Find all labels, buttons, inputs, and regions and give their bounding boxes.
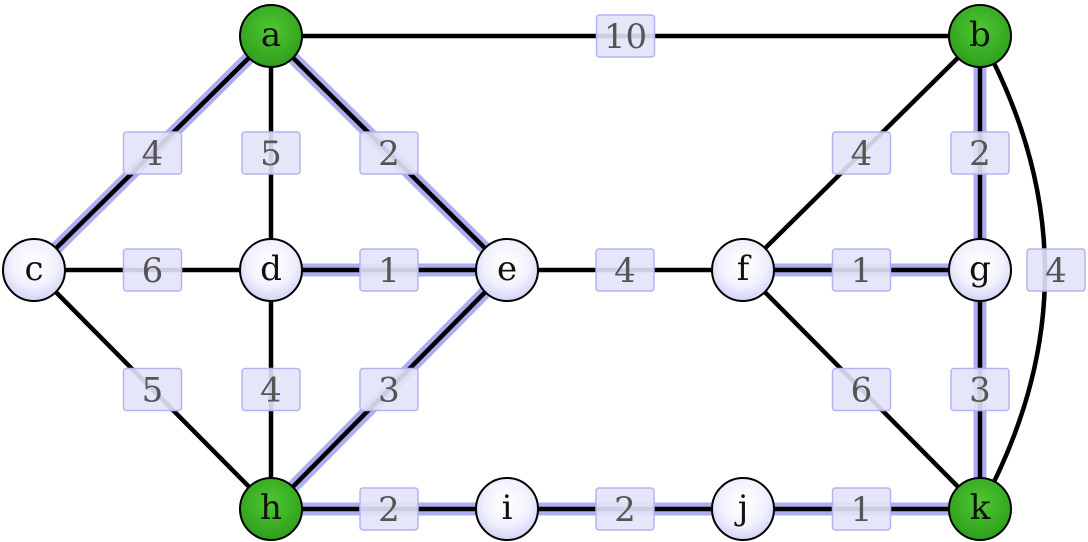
edge-weight-box xyxy=(241,367,301,412)
node-g: g xyxy=(948,238,1012,302)
node-circle xyxy=(239,238,303,302)
edge-weight-box xyxy=(831,367,892,412)
edge-weight-label-d-h: 4 xyxy=(241,367,301,412)
node-label: c xyxy=(24,249,43,289)
node-circle xyxy=(2,238,66,302)
edge-weight-box xyxy=(122,367,183,412)
edge-weight-label-c-h: 5 xyxy=(122,367,183,412)
edge-weight-box xyxy=(950,131,1010,175)
node-label: e xyxy=(497,249,517,289)
node-circle xyxy=(948,238,1012,302)
edge-weight-text: 2 xyxy=(969,134,991,174)
edge-weight-text: 1 xyxy=(851,251,873,291)
edge-weight-box xyxy=(831,131,892,175)
edge-weight-label-b-f: 4 xyxy=(831,131,892,175)
edge-weight-text: 4 xyxy=(851,134,873,174)
node-label: f xyxy=(737,249,752,289)
edge-weight-text: 3 xyxy=(378,371,400,411)
edge-weight-text: 1 xyxy=(378,251,400,291)
edge-weight-text: 4 xyxy=(142,134,164,174)
node-label: g xyxy=(969,249,991,289)
edge-weight-box xyxy=(595,248,655,292)
edge-weight-label-b-g: 2 xyxy=(950,131,1010,175)
node-label: i xyxy=(502,488,513,528)
edge-weight-text: 6 xyxy=(142,251,164,291)
edge-weight-label-g-k: 3 xyxy=(950,367,1010,412)
edge-weight-label-i-j: 2 xyxy=(595,487,655,531)
node-label: b xyxy=(969,15,991,55)
node-i: i xyxy=(475,477,539,541)
node-f: f xyxy=(711,238,775,302)
edge-weight-label-f-k: 6 xyxy=(831,367,892,412)
edge-weight-box xyxy=(122,131,183,175)
terminal-node-circle xyxy=(239,477,303,541)
edge-weight-label-j-k: 1 xyxy=(831,487,892,531)
edge-weight-text: 2 xyxy=(378,134,400,174)
edge-weight-label-e-f: 4 xyxy=(595,248,655,292)
edge-weight-text: 6 xyxy=(851,371,873,411)
edge-weight-text: 2 xyxy=(614,490,636,530)
edge-weight-label-a-c: 4 xyxy=(122,131,183,175)
edge-weight-label-h-i: 2 xyxy=(359,487,419,531)
edge-weight-box xyxy=(1026,248,1086,292)
edge-weight-text: 4 xyxy=(614,251,636,291)
edge-weight-label-c-d: 6 xyxy=(122,248,183,292)
node-j: j xyxy=(711,477,775,541)
node-circle xyxy=(475,238,539,302)
edge-weight-label-d-e: 1 xyxy=(359,248,419,292)
edge-weight-box xyxy=(359,248,419,292)
edge-weight-label-a-b: 10 xyxy=(595,14,656,58)
edge-weight-text: 5 xyxy=(260,134,282,174)
edge-weight-box xyxy=(595,487,655,531)
edge-weight-layer: 10 4 5 2 6 1 5 4 3 4 4 2 1 6 3 4 2 2 1 xyxy=(122,14,1086,531)
node-c: c xyxy=(2,238,66,302)
edge-weight-box xyxy=(359,487,419,531)
edge-weight-label-e-h: 3 xyxy=(359,367,419,412)
node-label: a xyxy=(261,15,281,55)
node-label: d xyxy=(260,249,282,289)
node-label: j xyxy=(734,488,749,528)
edge-weight-label-b-k: 4 xyxy=(1026,248,1086,292)
node-label: h xyxy=(260,488,282,528)
edge-weight-box xyxy=(359,367,419,412)
edge-weight-label-f-g: 1 xyxy=(831,248,892,292)
edge-weight-box xyxy=(950,367,1010,412)
edge-weight-text: 1 xyxy=(851,490,873,530)
terminal-node-circle xyxy=(948,4,1012,68)
edge-weight-box xyxy=(122,248,183,292)
edge-weight-box xyxy=(359,131,419,175)
terminal-node-circle xyxy=(239,4,303,68)
node-k: k xyxy=(948,477,1012,541)
edge-weight-text: 2 xyxy=(378,490,400,530)
node-d: d xyxy=(239,238,303,302)
edge-weight-box xyxy=(241,131,301,175)
edge-weight-box xyxy=(595,14,656,58)
node-circle xyxy=(711,238,775,302)
edge-weight-text: 5 xyxy=(142,371,164,411)
node-layer: a b c d e f g h i j k xyxy=(2,4,1012,541)
edge-weight-text: 4 xyxy=(1045,251,1067,291)
edge-weight-label-a-d: 5 xyxy=(241,131,301,175)
node-e: e xyxy=(475,238,539,302)
edge-weight-text: 4 xyxy=(260,371,282,411)
node-label: k xyxy=(970,488,991,528)
edge-weight-label-a-e: 2 xyxy=(359,131,419,175)
edge-weight-box xyxy=(831,487,892,531)
node-a: a xyxy=(239,4,303,68)
edge-weight-box xyxy=(831,248,892,292)
node-circle xyxy=(475,477,539,541)
edge-weight-text: 3 xyxy=(969,371,991,411)
edge-weight-text: 10 xyxy=(604,17,647,57)
node-circle xyxy=(711,477,775,541)
node-b: b xyxy=(948,4,1012,68)
node-h: h xyxy=(239,477,303,541)
terminal-node-circle xyxy=(948,477,1012,541)
